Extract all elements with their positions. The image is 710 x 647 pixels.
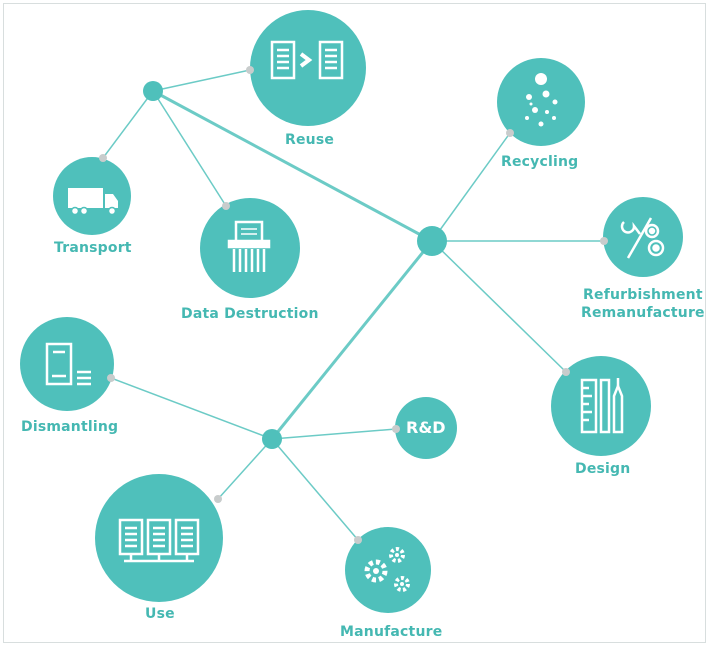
label-manufacture: Manufacture [340,624,443,640]
connector-hub-b-design [431,240,567,373]
ruler-pencil-icon [580,378,624,434]
server-transfer-icon [270,40,344,80]
connector-hub-c-manufacture [271,438,359,541]
label-use: Use [145,606,175,622]
connector-hub-a-transport [102,90,154,159]
node-circle-reuse[interactable] [250,10,366,126]
label-data-destruction: Data Destruction [181,306,319,322]
connector-hub-a-hub-b [152,89,433,243]
hub-dot-top [143,81,163,101]
node-circle-manufacture[interactable] [345,527,431,613]
connection-dot-design [562,368,570,376]
server-rack-icon [118,518,200,563]
label-recycling: Recycling [501,154,579,170]
connector-lines [102,69,604,541]
connection-dots [99,66,608,544]
node-circles [20,10,683,613]
connection-dot-data-destruction [222,202,230,210]
connection-dot-reuse [246,66,254,74]
diagram-frame [3,3,706,643]
node-circle-dismantling[interactable] [20,317,114,411]
label-reuse: Reuse [285,132,335,148]
connection-dot-rnd [392,425,400,433]
particles-icon [525,73,558,127]
connector-hub-c-dismantling [110,377,273,440]
node-circle-rnd[interactable] [395,397,457,459]
connection-dot-refurbishment [600,237,608,245]
node-circle-use[interactable] [95,474,223,602]
server-parts-icon [45,342,91,386]
hub-dot-bottom [262,429,282,449]
hub-dot-center [417,226,447,256]
label-dismantling: Dismantling [21,419,119,435]
node-circle-refurbishment[interactable] [603,197,683,277]
connection-dot-use [214,495,222,503]
connector-hub-b-hub-c [270,240,434,440]
gears-icon [364,547,410,592]
connection-dot-transport [99,154,107,162]
label-refurbishment: Refurbishment Remanufacture [581,287,705,321]
rnd-text-icon: R&D [406,418,446,437]
label-transport: Transport [54,240,132,256]
shredder-icon [227,220,271,272]
connector-hub-b-recycling [431,132,511,242]
connection-dot-dismantling [107,374,115,382]
tools-gears-icon [620,217,665,259]
connection-dot-recycling [506,129,514,137]
connector-hub-a-data-destruction [152,90,227,207]
connector-hub-c-rnd [271,428,397,440]
label-design: Design [575,461,631,477]
connector-hub-c-use [217,438,273,500]
truck-icon [68,188,118,216]
node-circle-recycling[interactable] [497,58,585,146]
connector-hub-a-reuse [152,69,251,92]
connection-dot-manufacture [354,536,362,544]
